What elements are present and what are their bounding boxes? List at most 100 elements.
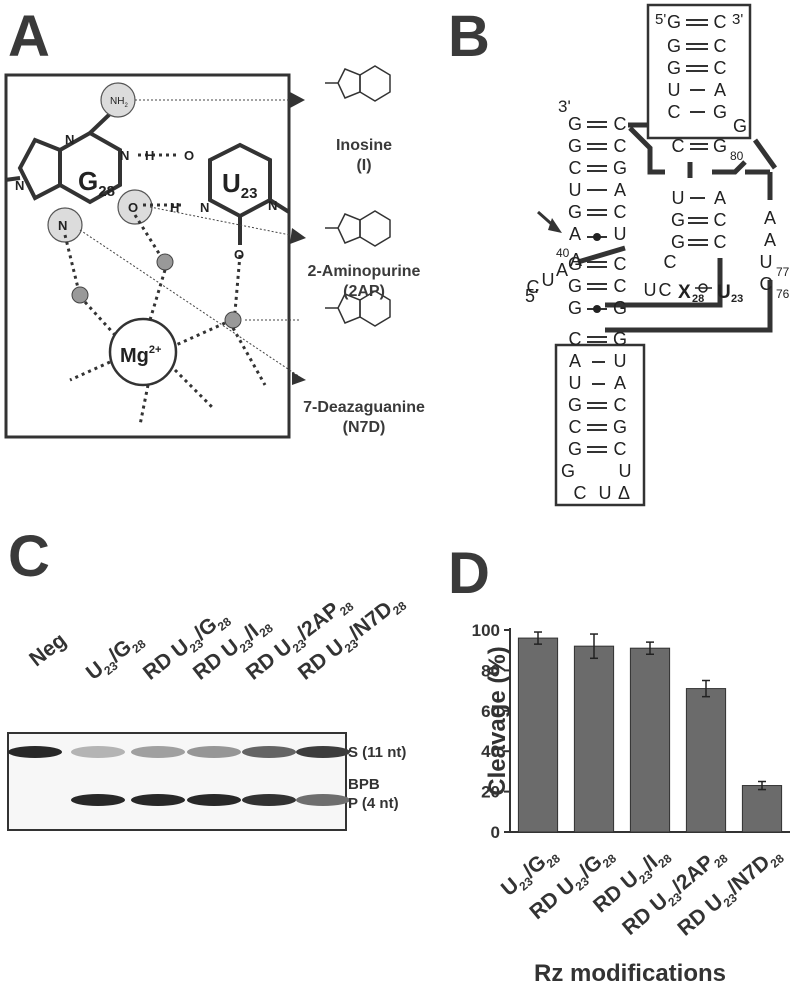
gel-band (242, 746, 296, 758)
u23-label: U23 (222, 168, 257, 202)
svg-text:C: C (659, 280, 672, 300)
x-axis-label: Rz modifications (533, 960, 726, 987)
mg-ion (108, 317, 178, 387)
svg-text:A: A (570, 250, 582, 270)
error-bar (758, 780, 766, 791)
svg-text:80: 80 (730, 149, 744, 163)
svg-text:C: C (672, 136, 685, 156)
svg-text:G: G (613, 417, 627, 437)
g28-base-structure (4, 110, 122, 205)
gu-pair-dot-1 (593, 233, 601, 241)
o4-label: O (184, 148, 194, 163)
svg-text:C: C (714, 232, 727, 252)
svg-text:G: G (713, 102, 727, 122)
gel-band (131, 794, 185, 806)
svg-text:A: A (714, 80, 726, 100)
2ap-abbr: (2AP) (343, 283, 385, 300)
coordination-lines (63, 153, 267, 426)
n7d-abbr: (N7D) (342, 419, 386, 436)
svg-text:U: U (569, 373, 582, 393)
svg-text:U: U (614, 351, 627, 371)
svg-text:G: G (667, 36, 681, 56)
bar (517, 637, 559, 833)
svg-text:5': 5' (655, 11, 666, 28)
svg-text:G: G (561, 461, 575, 481)
gel-band (187, 794, 241, 806)
arrow-2ap (290, 228, 306, 244)
svg-text:A: A (764, 230, 776, 250)
gel-band (187, 746, 241, 758)
svg-text:U: U (760, 252, 773, 272)
svg-text:C: C (714, 12, 727, 32)
inosine-structure (325, 65, 391, 102)
arrow-n7d (292, 372, 306, 385)
panel-letter-a: A (8, 4, 50, 69)
gel-band (296, 746, 350, 758)
svg-text:U: U (542, 270, 555, 290)
svg-text:C: C (614, 254, 627, 274)
y-axis-label: Cleavage (%) (484, 646, 511, 796)
error-bar (702, 679, 710, 698)
svg-text:C: C (569, 329, 582, 349)
gel-band (242, 794, 296, 806)
svg-text:G: G (733, 116, 747, 136)
svg-text:U: U (672, 188, 685, 208)
panel-letter-c: C (8, 524, 50, 589)
svg-text:U: U (569, 180, 582, 200)
svg-text:G: G (568, 439, 582, 459)
stem-box-bottom (554, 343, 646, 507)
svg-text:G: G (667, 58, 681, 78)
y-tick-label: 20 (481, 783, 500, 802)
band-label-s: S (11 nt) (348, 744, 407, 761)
svg-text:U: U (614, 224, 627, 244)
n3g-label: N (65, 132, 74, 147)
y-tick-label: 60 (481, 702, 500, 721)
svg-text:28: 28 (692, 293, 704, 305)
bar (685, 688, 727, 833)
panel-a-frame (4, 73, 291, 439)
gel-band (131, 746, 185, 758)
error-bar (590, 633, 598, 660)
gel-band (71, 746, 125, 758)
panel-letter-b: B (448, 4, 490, 69)
bar (741, 785, 783, 833)
svg-text:C: C (614, 439, 627, 459)
svg-text:3': 3' (732, 11, 743, 28)
inosine-name: Inosine (335, 137, 392, 154)
n9-label: N (15, 178, 24, 193)
gel-bands (8, 746, 350, 806)
bar (573, 645, 615, 833)
bar (629, 647, 671, 833)
2ap-name: 2-Aminopurine (307, 263, 421, 280)
g28-label: G28 (78, 166, 115, 200)
svg-text:C: C (569, 417, 582, 437)
o2-label: O (234, 247, 244, 262)
backbone-lines (577, 122, 778, 333)
svg-text:A: A (614, 373, 626, 393)
gel-band (8, 746, 62, 758)
svg-text:C: C (574, 483, 587, 503)
svg-text:G: G (613, 298, 627, 318)
svg-text:C: C (527, 277, 540, 297)
band-label-p: P (4 nt) (348, 795, 399, 812)
svg-text:40: 40 (556, 246, 570, 260)
svg-text:A: A (556, 260, 568, 280)
svg-text:G: G (568, 136, 582, 156)
mg-label: Mg2+ (120, 344, 161, 367)
water-2 (71, 286, 89, 304)
svg-text:U: U (619, 461, 632, 481)
svg-text:G: G (568, 114, 582, 134)
svg-text:C: C (614, 395, 627, 415)
gu-pair-dot-2 (593, 305, 601, 313)
svg-text:G: G (613, 158, 627, 178)
svg-text:A: A (764, 208, 776, 228)
svg-text:C: C (714, 58, 727, 78)
svg-text:G: G (568, 254, 582, 274)
svg-text:G: G (568, 202, 582, 222)
y-tick-label: 0 (491, 823, 500, 842)
gel-band (71, 794, 125, 806)
svg-text:C: C (664, 252, 677, 272)
